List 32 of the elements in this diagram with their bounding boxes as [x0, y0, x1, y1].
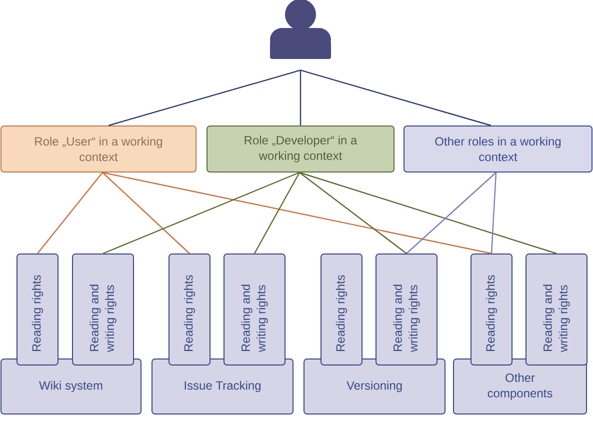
- connector-line: [108, 70, 301, 126]
- connector-line: [102, 172, 492, 254]
- connector-line: [490, 172, 497, 254]
- component-box: Versioning: [304, 358, 446, 414]
- rights-box: Reading and writing rights: [224, 254, 286, 366]
- rights-box: Reading rights: [470, 254, 512, 366]
- person-icon: [270, 0, 331, 59]
- connector-line: [406, 172, 496, 254]
- connector-line: [299, 172, 557, 254]
- connector-line: [300, 70, 492, 126]
- node-label: Other components: [488, 373, 552, 400]
- connector-line: [299, 172, 407, 254]
- role-box: Role „Developer“ in a working context: [206, 126, 394, 172]
- rights-box: Reading rights: [320, 254, 362, 366]
- rights-box: Reading and writing rights: [72, 254, 134, 366]
- node-label: Versioning: [346, 380, 402, 392]
- connector-line: [102, 172, 300, 254]
- connector-line: [37, 172, 103, 254]
- connector-line: [254, 172, 300, 254]
- component-box: Wiki system: [0, 358, 142, 414]
- node-label: Issue Tracking: [184, 380, 261, 392]
- rights-box: Reading rights: [16, 254, 58, 366]
- role-box: Other roles in a working context: [404, 126, 592, 172]
- role-box: Role „User“ in a working context: [0, 126, 196, 172]
- component-box: Other components: [453, 358, 587, 414]
- node-label: Wiki system: [39, 380, 102, 392]
- connector-line: [300, 70, 302, 126]
- rights-box: Reading rights: [168, 254, 210, 366]
- rights-box: Reading and writing rights: [376, 254, 438, 366]
- rights-box: Reading and writing rights: [526, 254, 588, 366]
- connector-line: [102, 172, 190, 254]
- component-box: Issue Tracking: [152, 358, 294, 414]
